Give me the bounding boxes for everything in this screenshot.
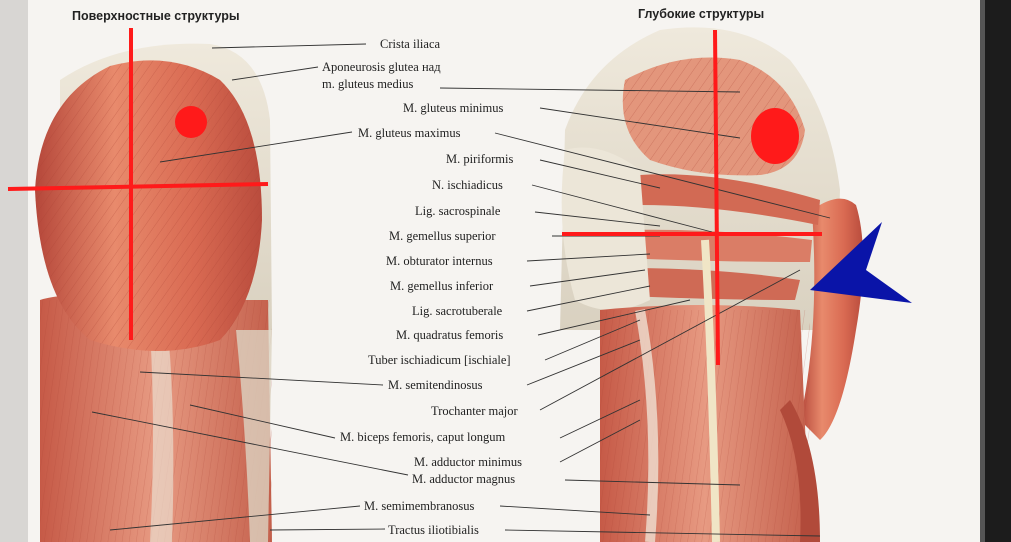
label-crista-iliaca: Crista iliaca: [380, 37, 441, 51]
red-dot-right: [751, 108, 799, 164]
label-tractus-iliotibialis: Tractus iliotibialis: [388, 523, 479, 537]
deep-figure: [560, 27, 863, 542]
label-adductor-minimus: M. adductor minimus: [414, 455, 522, 469]
label-trochanter-major: Trochanter major: [431, 404, 518, 418]
label-gemellus-superior: M. gemellus superior: [389, 229, 496, 243]
title-deep: Глубокие структуры: [638, 7, 765, 21]
label-aponeurosis-line2: m. gluteus medius: [322, 77, 414, 91]
label-semitendinosus: M. semitendinosus: [388, 378, 483, 392]
label-ischiadicus: N. ischiadicus: [432, 178, 503, 192]
label-sacrospinale: Lig. sacrospinale: [415, 204, 501, 218]
red-dot-left: [175, 106, 207, 138]
label-sacrotuberale: Lig. sacrotuberale: [412, 304, 503, 318]
scan-right-border: [980, 0, 985, 542]
label-semimembranosus: M. semimembranosus: [364, 499, 475, 513]
label-biceps-femoris: M. biceps femoris, caput longum: [340, 430, 506, 444]
label-piriformis: M. piriformis: [446, 152, 514, 166]
label-tuber-ischiadicum: Tuber ischiadicum [ischiale]: [368, 353, 511, 367]
blue-arrow-marker: [810, 222, 912, 303]
red-crosshair-left: [7, 28, 269, 340]
label-aponeurosis-line1: Aponeurosis glutea над: [322, 60, 441, 74]
red-crosshair-right: [562, 29, 822, 366]
label-gemellus-inferior: M. gemellus inferior: [390, 279, 494, 293]
label-gluteus-maximus: M. gluteus maximus: [358, 126, 461, 140]
scan-left-margin: [0, 0, 28, 542]
label-quadratus-femoris: M. quadratus femoris: [396, 328, 504, 342]
label-obturator-internus: M. obturator internus: [386, 254, 493, 268]
title-superficial: Поверхностные структуры: [72, 9, 240, 23]
label-adductor-magnus: M. adductor magnus: [412, 472, 516, 486]
scan-right-margin: [980, 0, 1011, 542]
superficial-figure: [35, 43, 272, 542]
label-gluteus-minimus: M. gluteus minimus: [403, 101, 504, 115]
leader-lines: [91, 43, 831, 537]
